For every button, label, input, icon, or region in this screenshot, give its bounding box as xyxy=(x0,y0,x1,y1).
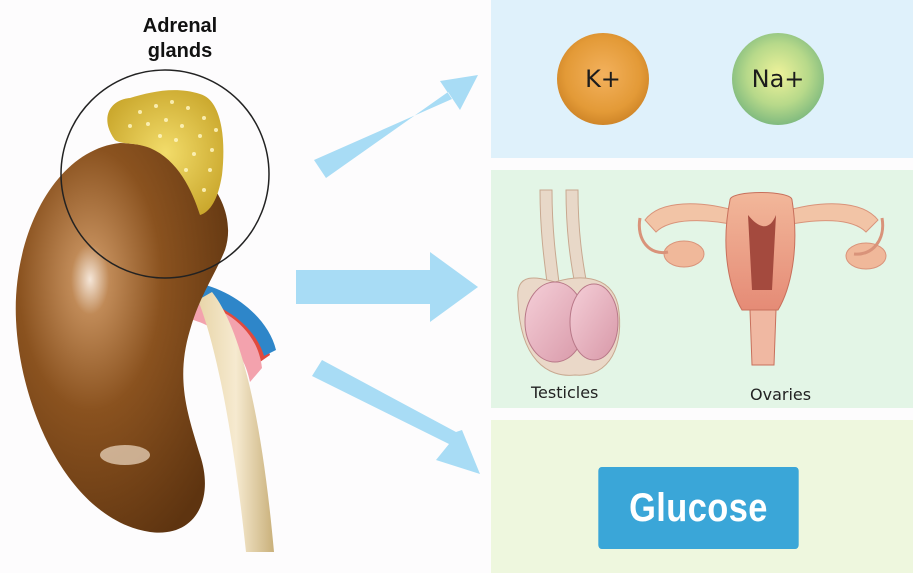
adrenal-highlight-circle xyxy=(60,69,270,279)
arrow-to-sex-hormones xyxy=(296,252,478,322)
adrenal-glands-label: Adrenal glands xyxy=(120,14,240,64)
testicles-label: Testicles xyxy=(531,383,599,402)
testicles-illustration xyxy=(517,189,621,376)
potassium-ion: K+ xyxy=(557,33,649,125)
potassium-label: K+ xyxy=(585,65,621,93)
adrenal-label-line1: Adrenal xyxy=(142,15,218,37)
renal-vessels xyxy=(185,282,276,552)
ovaries-illustration xyxy=(637,192,887,366)
sodium-ion: Na+ xyxy=(732,33,824,125)
glucose-label-box: Glucose xyxy=(598,467,799,549)
ovaries-label: Ovaries xyxy=(750,385,812,404)
sodium-label: Na+ xyxy=(751,65,805,93)
adrenal-gland xyxy=(107,90,224,215)
arrow-to-electrolytes xyxy=(314,75,478,178)
glucose-label: Glucose xyxy=(629,485,768,530)
arrow-to-glucose xyxy=(312,360,480,474)
kidney xyxy=(15,143,229,533)
adrenal-label-line2: glands xyxy=(147,40,213,62)
